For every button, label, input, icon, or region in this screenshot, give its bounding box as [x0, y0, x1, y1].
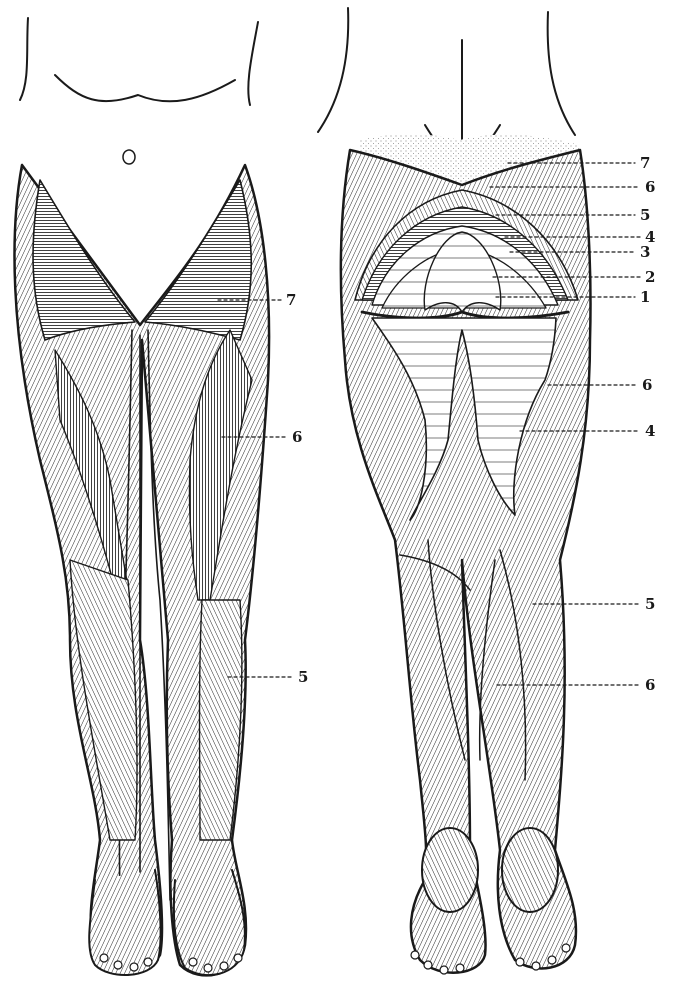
label-back-5-top: 5	[640, 206, 650, 224]
label-back-3: 3	[640, 243, 650, 261]
label-back-5-low: 5	[645, 595, 655, 613]
front-groin-region-left	[33, 180, 135, 340]
label-back-4-mid: 4	[645, 422, 655, 440]
label-back-6-top: 6	[645, 178, 655, 196]
front-view-legs	[15, 18, 293, 975]
label-back-6-low: 6	[645, 676, 655, 694]
label-back-6-mid: 6	[642, 376, 652, 394]
label-front-7: 7	[286, 291, 296, 309]
front-torso-outline	[20, 18, 258, 105]
label-back-2: 2	[645, 268, 655, 286]
back-heel-left	[422, 828, 478, 912]
label-front-5: 5	[298, 668, 308, 686]
front-navel	[123, 150, 135, 164]
back-view-legs	[318, 8, 640, 974]
label-front-6: 6	[292, 428, 302, 446]
label-back-1: 1	[640, 288, 650, 306]
front-groin-region-right	[145, 180, 251, 340]
label-back-7-top: 7	[640, 154, 650, 172]
back-heel-right	[502, 828, 558, 912]
